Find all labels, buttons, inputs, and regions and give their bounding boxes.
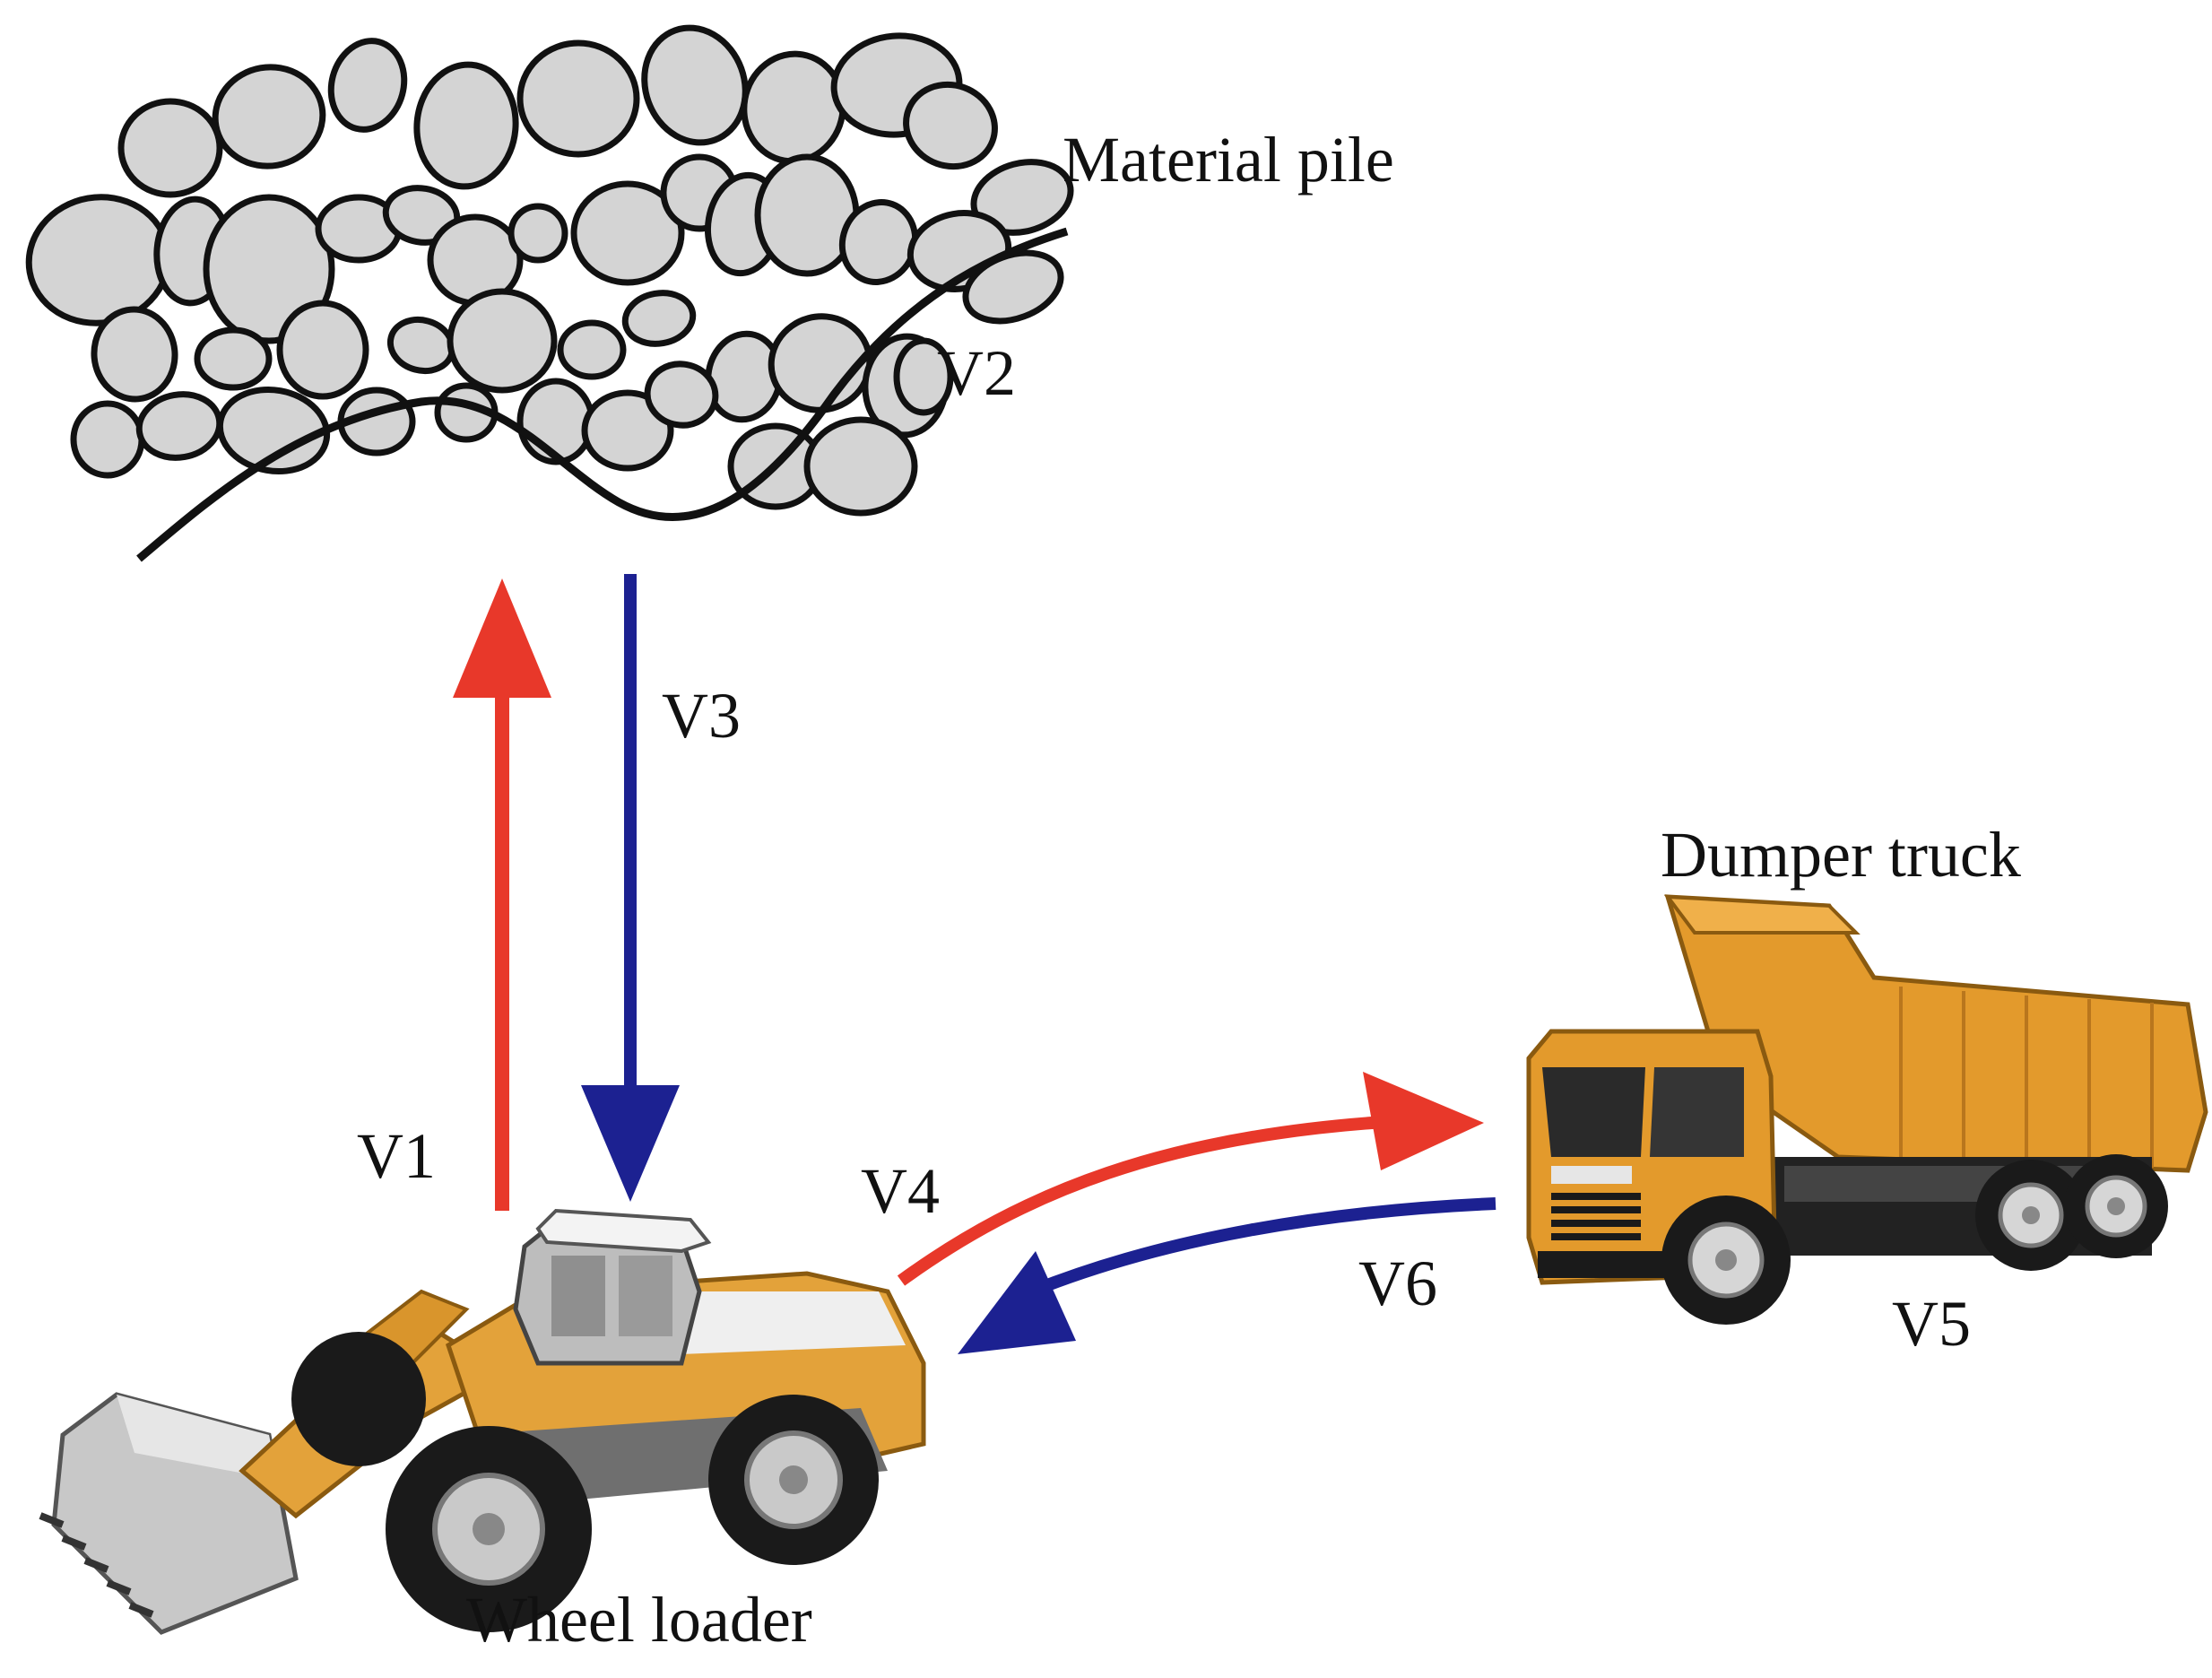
v6-arrow (958, 1197, 1496, 1354)
rock (447, 288, 558, 394)
rock (557, 319, 627, 380)
rock (276, 300, 369, 400)
rock (516, 378, 595, 465)
rock (970, 159, 1074, 236)
rock (581, 389, 674, 472)
truck-rear-wheel (2064, 1154, 2168, 1258)
v4-arrow (897, 1072, 1484, 1286)
pile-ground-curve (136, 227, 1069, 562)
rock (212, 64, 326, 170)
v3-label: V3 (662, 680, 741, 752)
rock (70, 400, 145, 479)
rock (117, 98, 223, 198)
dump-truck-icon (1526, 894, 2208, 1325)
v2-label: V2 (937, 337, 1016, 409)
rock (516, 39, 640, 158)
rock (621, 290, 697, 347)
v6-label: V6 (1358, 1248, 1437, 1319)
rock (741, 50, 846, 165)
rock (91, 306, 178, 403)
rock (194, 326, 273, 391)
truck-front-wheel (1661, 1195, 1791, 1325)
rock (644, 361, 719, 429)
rock (570, 180, 685, 286)
rock (203, 194, 335, 344)
rock (507, 203, 568, 264)
rock-pile-icon (25, 24, 1074, 562)
dumper-truck-label: Dumper truck (1661, 819, 2021, 891)
v1-arrow (453, 578, 551, 1211)
v4-label: V4 (861, 1155, 940, 1227)
truck-middle-wheel (1975, 1160, 2086, 1271)
v1-label: V1 (357, 1120, 436, 1192)
material-pile-label: Material pile (1063, 124, 1394, 196)
rock (641, 24, 749, 146)
loader-front-wheel (386, 1426, 592, 1632)
loader-rear-wheel (708, 1395, 879, 1565)
rock (327, 38, 408, 133)
rock (413, 61, 519, 190)
v5-label: V5 (1892, 1288, 1971, 1360)
rock (216, 386, 331, 475)
rock (903, 81, 998, 170)
rock (893, 337, 954, 416)
rock (803, 416, 918, 517)
v3-arrow (581, 574, 680, 1202)
wheel-loader-label: Wheel loader (466, 1584, 812, 1656)
wheel-loader-icon (39, 1208, 926, 1635)
